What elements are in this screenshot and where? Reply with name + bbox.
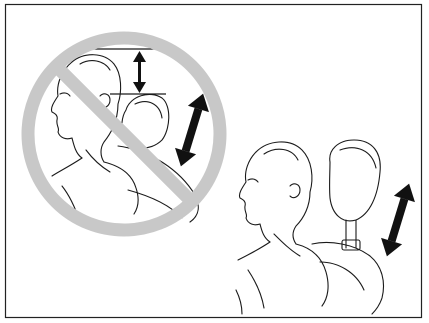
headrest-diagram: [0, 0, 429, 323]
diagram-canvas: [0, 0, 429, 323]
